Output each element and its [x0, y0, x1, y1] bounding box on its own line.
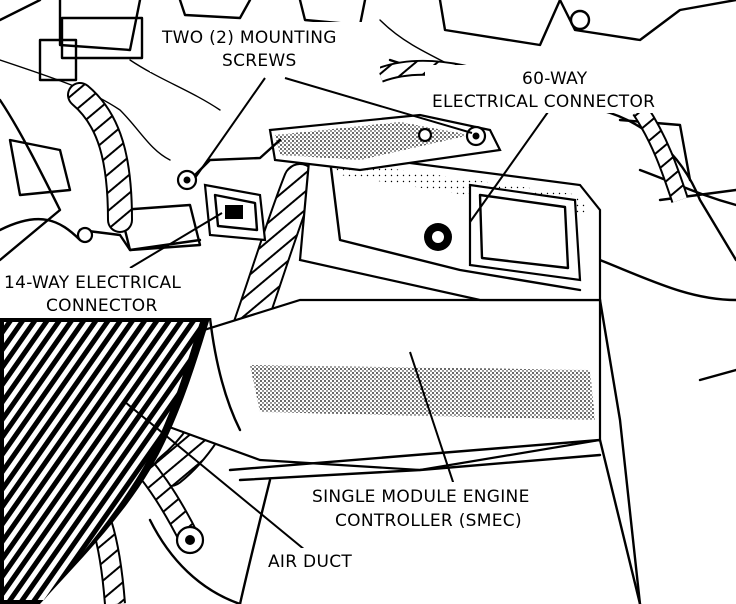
- smec-module: [76, 113, 602, 472]
- label-14-way-line2: CONNECTOR: [46, 296, 158, 316]
- base-plate: [148, 438, 642, 604]
- air-duct: [0, 316, 242, 604]
- label-smec-line2: CONTROLLER (SMEC): [335, 511, 522, 531]
- leader-lines: [124, 77, 549, 551]
- label-mounting-screws-line2: SCREWS: [222, 51, 297, 71]
- callout-labels: TWO (2) MOUNTING SCREWS 60-WAY ELECTRICA…: [0, 22, 705, 574]
- label-60-way-line1: 60-WAY: [522, 69, 588, 89]
- label-60-way-line2: ELECTRICAL CONNECTOR: [432, 92, 655, 112]
- label-smec-line1: SINGLE MODULE ENGINE: [312, 487, 530, 507]
- label-14-way-line1: 14-WAY ELECTRICAL: [4, 273, 181, 293]
- label-mounting-screws-line1: TWO (2) MOUNTING: [161, 28, 337, 48]
- label-air-duct: AIR DUCT: [268, 552, 352, 572]
